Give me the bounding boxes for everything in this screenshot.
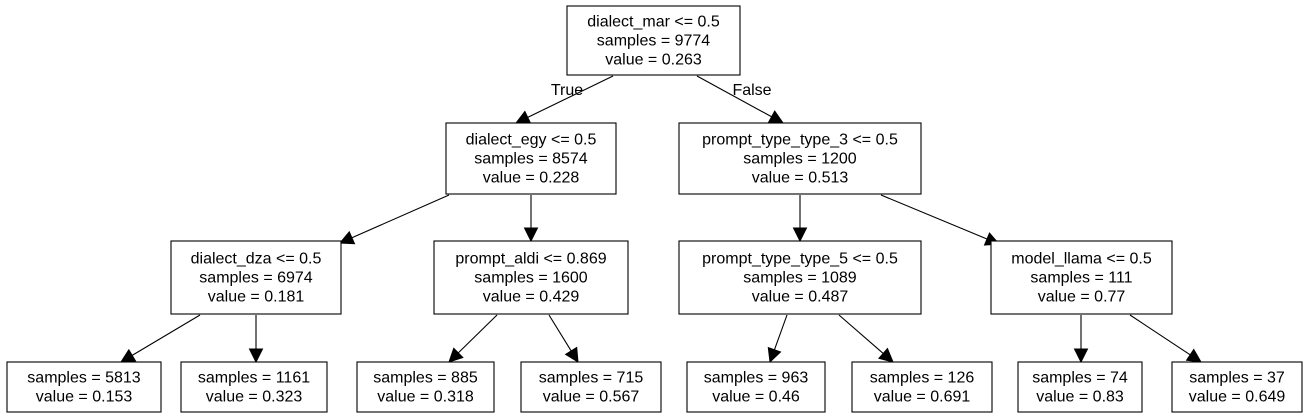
arrowhead-n6-n13 — [1073, 348, 1089, 364]
split-node: dialect_dza <= 0.5 samples = 6974 value = … — [170, 240, 342, 315]
edge-n2-n6 — [880, 194, 988, 240]
node-condition-text: dialect_egy <= 0.5 — [466, 132, 597, 149]
arrowhead-n2-n5 — [792, 227, 808, 243]
arrowhead-n0-n2 — [767, 110, 784, 124]
node-value-text: value = 0.429 — [483, 289, 580, 306]
node-box — [1017, 361, 1143, 413]
edge-n0-n1 — [527, 75, 614, 118]
edge-n5-n11 — [773, 314, 788, 350]
leaf-node: samples = 126 value = 0.691 — [851, 361, 993, 413]
node-value-text: value = 0.513 — [752, 170, 849, 187]
node-samples-text: samples = 1600 — [474, 270, 588, 287]
leaf-node: samples = 5813 value = 0.153 — [6, 361, 162, 413]
node-box — [851, 361, 993, 413]
edge-label-true: True — [551, 82, 583, 99]
arrowhead-n3-n7 — [120, 348, 137, 363]
node-samples-text: samples = 126 — [870, 370, 975, 387]
node-value-text: value = 0.83 — [1036, 389, 1124, 406]
arrowhead-n3-n8 — [248, 348, 264, 364]
node-box — [686, 361, 826, 413]
node-box — [6, 361, 162, 413]
node-samples-text: samples = 9774 — [597, 33, 711, 50]
edge-n3-n7 — [131, 314, 201, 356]
node-value-text: value = 0.691 — [874, 389, 971, 406]
leaf-node: samples = 37 value = 0.649 — [1171, 361, 1303, 413]
node-condition-text: prompt_type_type_5 <= 0.5 — [702, 251, 898, 268]
node-box — [180, 361, 328, 413]
leaf-node: samples = 1161 value = 0.323 — [180, 361, 328, 413]
edges-layer: True False — [120, 75, 1202, 364]
node-samples-text: samples = 1200 — [743, 151, 857, 168]
node-box — [356, 361, 495, 413]
leaf-node: samples = 715 value = 0.567 — [520, 361, 662, 413]
node-value-text: value = 0.153 — [36, 389, 133, 406]
arrowhead-n6-n14 — [1185, 348, 1202, 363]
arrowhead-n4-n10 — [564, 346, 579, 363]
node-box — [520, 361, 662, 413]
node-condition-text: model_llama <= 0.5 — [1011, 251, 1152, 268]
leaf-node: samples = 885 value = 0.318 — [356, 361, 495, 413]
node-samples-text: samples = 6974 — [199, 270, 313, 287]
node-value-text: value = 0.649 — [1189, 389, 1286, 406]
split-node: prompt_aldi <= 0.869 samples = 1600 value … — [433, 240, 629, 315]
edge-n4-n10 — [548, 314, 572, 352]
arrowhead-n5-n11 — [767, 346, 782, 364]
node-samples-text: samples = 37 — [1189, 370, 1285, 387]
node-box — [445, 122, 617, 195]
node-samples-text: samples = 715 — [539, 370, 644, 387]
node-value-text: value = 0.487 — [752, 289, 849, 306]
node-value-text: value = 0.263 — [605, 52, 702, 69]
node-value-text: value = 0.323 — [206, 389, 303, 406]
edge-n4-n9 — [457, 314, 498, 354]
node-value-text: value = 0.181 — [208, 289, 305, 306]
node-value-text: value = 0.567 — [543, 389, 640, 406]
leaf-node: samples = 74 value = 0.83 — [1017, 361, 1143, 413]
node-value-text: value = 0.228 — [483, 170, 580, 187]
node-condition-text: prompt_type_type_3 <= 0.5 — [702, 132, 898, 149]
node-value-text: value = 0.46 — [712, 389, 800, 406]
node-samples-text: samples = 111 — [1030, 270, 1132, 287]
split-node: prompt_type_type_5 <= 0.5 samples = 1089 v… — [678, 240, 922, 315]
node-samples-text: samples = 74 — [1032, 370, 1128, 387]
edge-label-false: False — [732, 82, 771, 99]
edge-n5-n12 — [838, 314, 884, 354]
node-samples-text: samples = 963 — [704, 370, 809, 387]
arrowhead-n4-n9 — [448, 347, 464, 363]
node-samples-text: samples = 1089 — [743, 270, 857, 287]
arrowhead-n5-n12 — [878, 347, 894, 363]
node-samples-text: samples = 5813 — [27, 370, 141, 387]
split-node: dialect_mar <= 0.5 samples = 9774 value = … — [566, 5, 741, 76]
edge-n0-n2 — [696, 75, 772, 118]
node-box — [678, 122, 922, 195]
node-samples-text: samples = 885 — [373, 370, 478, 387]
node-box — [433, 240, 629, 315]
node-condition-text: prompt_aldi <= 0.869 — [455, 251, 606, 268]
edge-n1-n3 — [351, 194, 450, 239]
leaf-node: samples = 963 value = 0.46 — [686, 361, 826, 413]
node-samples-text: samples = 1161 — [198, 370, 310, 387]
node-condition-text: dialect_mar <= 0.5 — [587, 14, 720, 31]
node-condition-text: dialect_dza <= 0.5 — [191, 251, 322, 268]
node-box — [990, 240, 1173, 315]
nodes-layer: dialect_mar <= 0.5 samples = 9774 value = … — [6, 5, 1303, 413]
node-box — [1171, 361, 1303, 413]
node-value-text: value = 0.318 — [377, 389, 474, 406]
split-node: prompt_type_type_3 <= 0.5 samples = 1200 v… — [678, 122, 922, 195]
node-box — [678, 240, 922, 315]
split-node: model_llama <= 0.5 samples = 111 value = 0… — [990, 240, 1173, 315]
node-value-text: value = 0.77 — [1038, 289, 1126, 306]
arrowhead-n1-n3 — [338, 230, 356, 245]
node-box — [566, 5, 741, 76]
node-box — [170, 240, 342, 315]
arrowhead-n1-n4 — [523, 227, 539, 243]
node-samples-text: samples = 8574 — [474, 151, 588, 168]
edge-n6-n14 — [1129, 314, 1191, 356]
split-node: dialect_egy <= 0.5 samples = 8574 value = … — [445, 122, 617, 195]
